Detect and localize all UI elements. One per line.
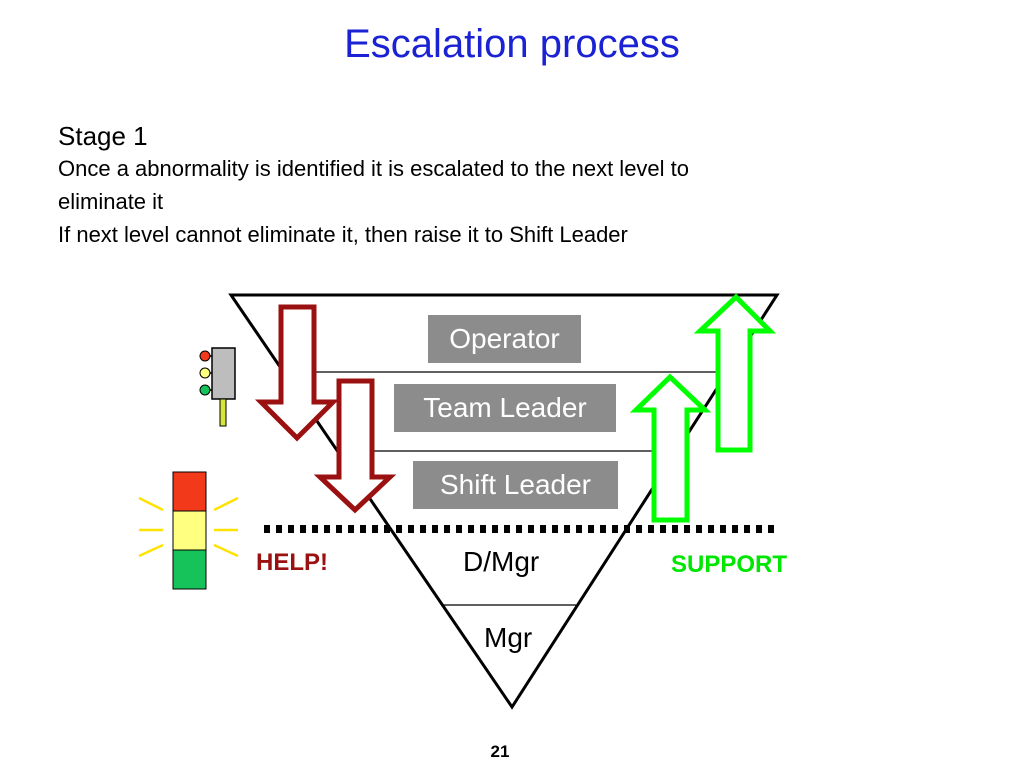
page-title: Escalation process (344, 22, 680, 66)
stage-heading: Stage 1 (58, 121, 148, 151)
level-operator: Operator (428, 315, 581, 363)
support-arrow-up-1 (693, 293, 777, 453)
description-line-3: If next level cannot eliminate it, then … (58, 222, 628, 247)
description-block: Stage 1 Once a abnormality is identified… (58, 120, 958, 251)
description-line-2: eliminate it (58, 189, 164, 214)
escalation-arrow-down-1 (254, 304, 340, 442)
level-shift-leader: Shift Leader (413, 461, 618, 509)
support-arrow-up-2 (629, 373, 712, 523)
traffic-light-icon (199, 347, 236, 427)
inverted-pyramid (228, 293, 780, 710)
description-line-1: Once a abnormality is identified it is e… (58, 156, 690, 181)
level-dept-manager: D/Mgr (463, 546, 540, 577)
page-number: 21 (490, 742, 510, 761)
escalation-arrow-down-2 (313, 378, 397, 514)
help-label: HELP! (256, 549, 328, 576)
level-team-leader: Team Leader (394, 384, 616, 432)
support-label: SUPPORT (671, 551, 788, 578)
andon-light-icon (138, 471, 239, 590)
level-manager: Mgr (484, 622, 533, 653)
